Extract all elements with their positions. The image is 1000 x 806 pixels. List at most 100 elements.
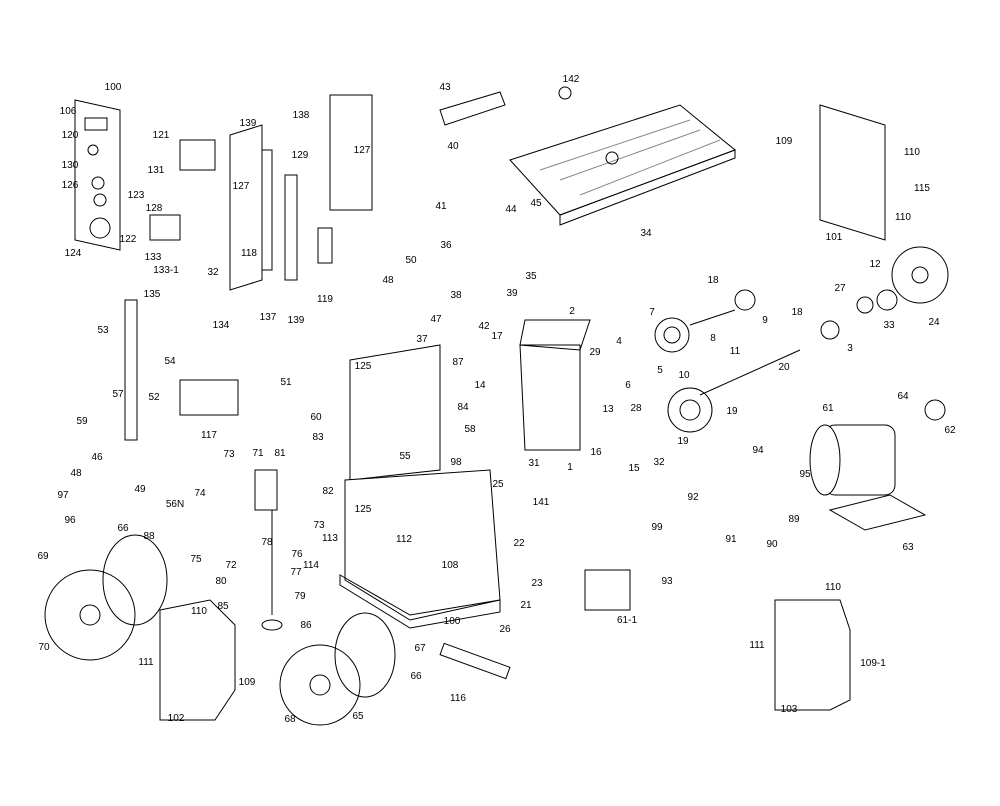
part-label: 125	[354, 504, 372, 515]
part-label: 57	[112, 389, 124, 400]
part-label: 28	[630, 403, 642, 414]
part-label: 116	[450, 693, 466, 704]
part-label: 34	[640, 228, 652, 239]
part-label: 36	[440, 240, 452, 251]
part-label: 49	[134, 484, 146, 495]
tire	[102, 534, 168, 626]
part-label: 67	[414, 643, 426, 654]
part-label: 76	[291, 549, 303, 560]
gear	[654, 317, 690, 353]
part-label: 139	[287, 315, 305, 326]
part-label: 10	[678, 370, 690, 381]
part-label: 12	[869, 259, 881, 270]
part-label: 78	[261, 537, 273, 548]
chute	[439, 642, 511, 680]
part-label: 100	[104, 82, 122, 93]
part-label: 2	[569, 306, 575, 317]
part-label: 115	[914, 183, 930, 194]
part-label: 134	[212, 320, 230, 331]
part-label: 24	[928, 317, 940, 328]
part-label: 3	[847, 343, 853, 354]
terminal-strip	[261, 149, 273, 271]
part-label: 137	[259, 312, 277, 323]
control-panel	[74, 99, 121, 251]
part-label: 109-1	[860, 658, 886, 669]
part-label: 123	[127, 190, 145, 201]
shaft	[699, 349, 801, 396]
part-label: 42	[478, 321, 490, 332]
part-label: 106	[59, 106, 77, 117]
part-label: 93	[661, 576, 673, 587]
part-label: 41	[435, 201, 447, 212]
motor-base	[828, 494, 927, 531]
electrical-panel	[229, 124, 263, 291]
part-label: 68	[284, 714, 296, 725]
part-label: 130	[61, 160, 79, 171]
part-label: 117	[201, 430, 217, 441]
part-label: 102	[167, 713, 185, 724]
part-label: 89	[788, 514, 800, 525]
part-label: 95	[799, 469, 811, 480]
table	[509, 104, 736, 216]
part-label: 1	[567, 462, 573, 473]
door-101	[819, 104, 886, 241]
part-label: 40	[447, 141, 459, 152]
part-label: 46	[91, 452, 103, 463]
column-cover	[329, 94, 373, 211]
part-label: 51	[280, 377, 292, 388]
part-label: 73	[313, 520, 325, 531]
part-label: 138	[292, 110, 310, 121]
door-102	[159, 599, 236, 721]
part-label: 19	[726, 406, 738, 417]
part-label: 9	[762, 315, 768, 326]
terminal-strip	[284, 174, 298, 281]
part-label: 124	[64, 248, 82, 259]
part-label: 112	[396, 534, 412, 545]
lower-wheel	[44, 569, 136, 661]
part-label: 33	[883, 320, 895, 331]
capacitor	[317, 227, 333, 264]
part-label: 43	[439, 82, 451, 93]
part-label: 71	[252, 448, 264, 459]
fence-bracket	[439, 91, 506, 126]
part-label: 110	[191, 606, 207, 617]
part-label: 31	[528, 458, 540, 469]
part-label: 65	[352, 711, 364, 722]
part-label: 88	[143, 531, 155, 542]
part-label: 82	[322, 486, 334, 497]
part-label: 52	[148, 392, 160, 403]
part-label: 81	[274, 448, 286, 459]
part-label: 18	[707, 275, 719, 286]
guide-post	[124, 299, 138, 441]
table-edge	[559, 149, 736, 226]
motor-face	[809, 424, 841, 496]
part-label: 48	[382, 275, 394, 286]
part-label: 77	[290, 567, 302, 578]
motor-pulley	[891, 246, 949, 304]
part-label: 56N	[165, 499, 185, 510]
guide-box	[179, 379, 239, 416]
part-label: 50	[405, 255, 417, 266]
part-label: 126	[61, 180, 79, 191]
part-label: 37	[416, 334, 428, 345]
part-label: 110	[904, 147, 920, 158]
part-label: 35	[525, 271, 537, 282]
part-label: 39	[506, 288, 518, 299]
part-label: 97	[57, 490, 69, 501]
part-label: 80	[215, 576, 227, 587]
part-label: 120	[61, 130, 79, 141]
part-label: 135	[143, 289, 161, 300]
door-103	[774, 599, 851, 711]
part-label: 7	[649, 307, 655, 318]
part-label: 108	[441, 560, 459, 571]
base-plate	[339, 574, 501, 629]
part-label: 13	[602, 404, 614, 415]
part-label: 128	[145, 203, 163, 214]
part-label: 129	[291, 150, 309, 161]
part-label: 86	[300, 620, 312, 631]
part-label: 114	[303, 560, 319, 571]
part-label: 32	[207, 267, 219, 278]
gearbox-cover	[519, 319, 591, 351]
part-label: 83	[312, 432, 324, 443]
